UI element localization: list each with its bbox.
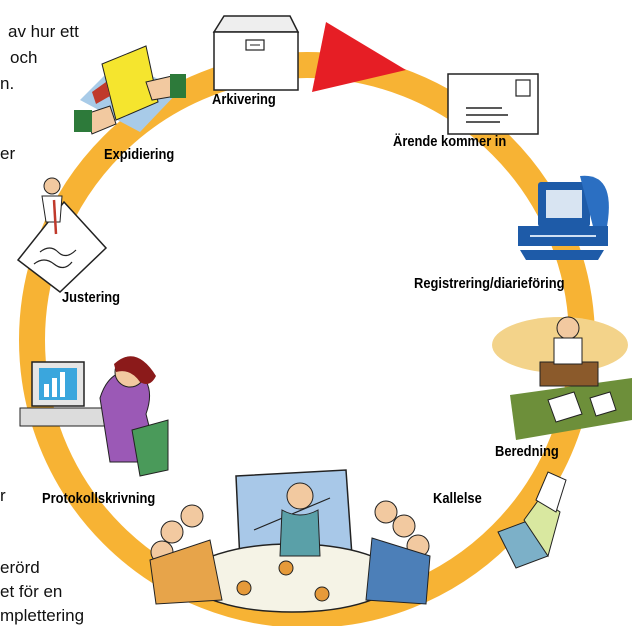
background-text-line: mplettering: [0, 606, 85, 625]
file-cabinet-icon: [212, 15, 300, 91]
desk-worker-icon: [492, 316, 632, 440]
step-label-registrering: Registrering/diarieföring: [414, 275, 565, 292]
background-text-line: r: [0, 486, 6, 505]
meeting-icon: [149, 469, 431, 613]
typist-icon: [19, 356, 169, 477]
background-text-line: n.: [0, 74, 15, 93]
step-label-kallelse: Kallelse: [433, 490, 482, 507]
handing-papers-icon: [74, 45, 186, 135]
signing-document-icon: [16, 177, 108, 293]
envelope-icon: [447, 73, 539, 135]
background-text-line: et för en: [0, 582, 63, 601]
step-label-justering: Justering: [62, 289, 121, 306]
background-text-line: och: [10, 48, 38, 67]
step-label-beredning: Beredning: [495, 443, 559, 460]
background-text-line: er: [0, 144, 16, 163]
step-label-expidiering: Expidiering: [104, 146, 175, 163]
direction-arrow-icon: [312, 22, 406, 92]
computer-icon: [518, 175, 609, 260]
step-label-arende-kommer-in: Ärende kommer in: [393, 133, 507, 150]
background-text-line: erörd: [0, 558, 40, 577]
step-label-arkivering: Arkivering: [212, 91, 276, 108]
mailbox-icon: [497, 471, 567, 569]
step-label-protokollskrivning: Protokollskrivning: [42, 490, 156, 507]
background-text-line: av hur ett: [8, 22, 79, 41]
